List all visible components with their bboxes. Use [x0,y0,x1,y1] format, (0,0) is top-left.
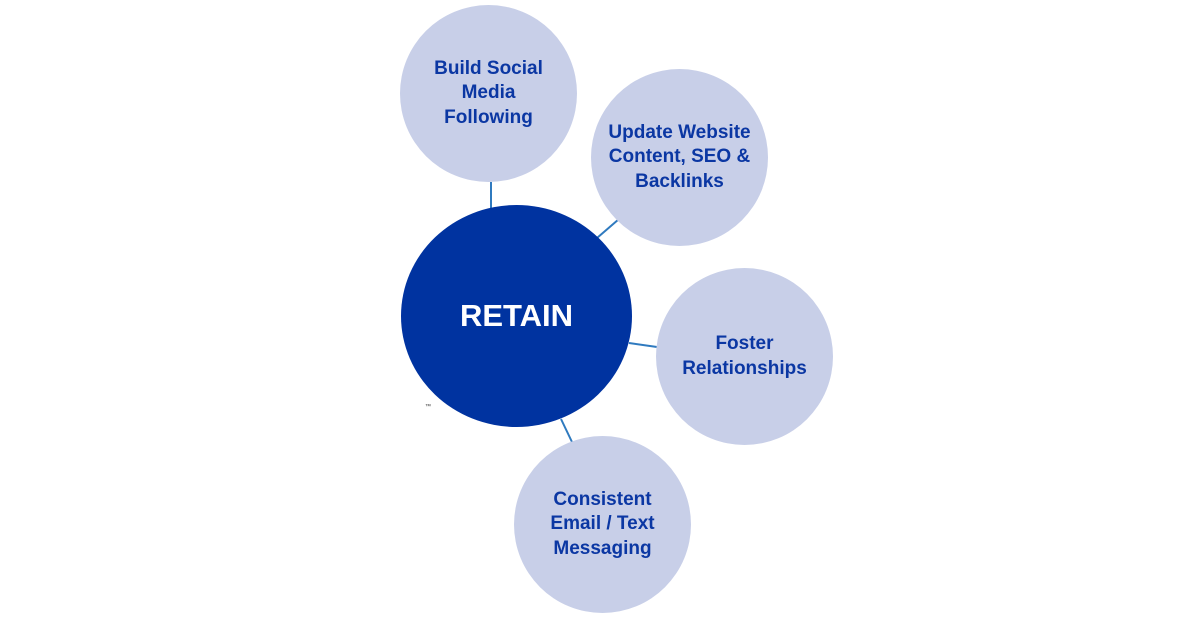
node-label: Update Website Content, SEO & Backlinks [608,121,751,192]
connector-website [596,218,620,239]
node-website-seo: Update Website Content, SEO & Backlinks [591,69,768,246]
node-label: Foster Relationships [682,333,807,379]
node-email-text: Consistent Email / Text Messaging [514,436,691,613]
node-social-media: Build Social Media Following [400,5,577,182]
connector-foster [628,342,658,348]
node-label: Consistent Email / Text Messaging [550,488,655,559]
center-node-retain: RETAIN [401,205,632,427]
node-label: Build Social Media Following [434,57,543,128]
trademark-mark: ™ [425,404,431,410]
node-foster-relationships: Foster Relationships [656,268,833,445]
center-label: RETAIN [459,298,574,333]
connector-messaging [560,418,573,443]
